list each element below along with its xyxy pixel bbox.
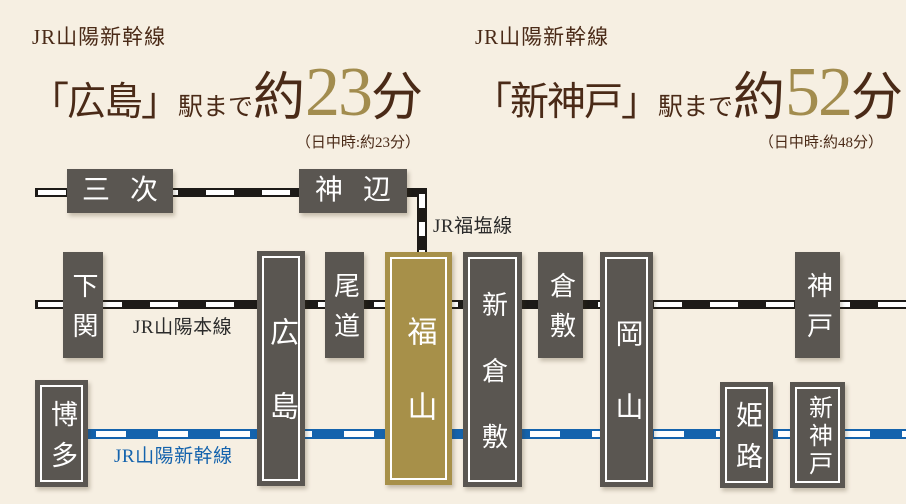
station-himeji-label: 姫路 <box>732 401 762 483</box>
header-shinkobe-unit: 分 <box>851 70 904 127</box>
station-hakata: 博多 <box>35 380 88 487</box>
station-kurashiki-label: 倉敷 <box>546 272 576 352</box>
fukuen-line-horizontal <box>35 188 427 197</box>
header-hiroshima: JR山陽新幹線 「広島」駅まで約23分 （日中時:約23分） <box>30 21 440 152</box>
station-okayama: 岡山 <box>600 252 653 487</box>
header-hiroshima-minutes: 23 <box>305 54 373 131</box>
station-shimonoseki: 下関 <box>63 252 103 358</box>
header-shinkobe-approx: 約 <box>733 70 786 127</box>
header-shinkobe-note: （日中時:約48分） <box>758 135 883 151</box>
station-himeji: 姫路 <box>720 382 773 488</box>
station-shinkobe: 新神戸 <box>790 382 845 488</box>
station-kurashiki: 倉敷 <box>538 252 583 358</box>
station-miyoshi-label: 三次 <box>81 175 178 206</box>
station-shinkobe-label: 新神戸 <box>804 395 831 479</box>
station-shinkurashiki-label: 新倉敷 <box>478 290 508 489</box>
header-hiroshima-approx: 約 <box>253 70 306 127</box>
station-miyoshi: 三次 <box>67 169 173 213</box>
station-onomichi: 尾道 <box>325 252 364 358</box>
header-hiroshima-station: 「広島」 <box>30 81 180 124</box>
station-fukuyama-label: 福山 <box>402 316 436 466</box>
station-hiroshima: 広島 <box>257 251 305 486</box>
header-shinkobe-minutes: 52 <box>785 54 853 131</box>
station-okayama-label: 岡山 <box>611 319 643 465</box>
header-shinkobe-station: 「新神戸」 <box>473 81 660 124</box>
header-shinkobe: JR山陽新幹線 「新神戸」駅まで約52分 （日中時:約48分） <box>473 21 903 152</box>
header-shinkobe-main: 「新神戸」駅まで約52分 <box>473 58 903 128</box>
header-hiroshima-note: （日中時:約23分） <box>295 135 420 151</box>
station-onomichi-label: 尾道 <box>330 272 360 352</box>
station-kobe-label: 神戸 <box>803 272 833 352</box>
station-shinkurashiki: 新倉敷 <box>463 252 522 489</box>
fukuen-line-vertical-connector <box>417 188 427 252</box>
station-hiroshima-label: 広島 <box>265 317 298 465</box>
sanyo-shinkansen-line-label: JR山陽新幹線 <box>114 446 233 467</box>
header-hiroshima-main: 「広島」駅まで約23分 <box>30 58 440 128</box>
header-shinkobe-line-name: JR山陽新幹線 <box>475 25 610 49</box>
sanyo-main-line-label: JR山陽本線 <box>133 317 233 338</box>
header-hiroshima-line-name: JR山陽新幹線 <box>32 25 167 49</box>
station-kobe: 神戸 <box>795 252 840 358</box>
station-kannabe: 神辺 <box>299 169 407 213</box>
station-fukuyama-highlighted: 福山 <box>385 252 452 485</box>
station-hakata-label: 博多 <box>47 399 77 482</box>
fukuen-line-label: JR福塩線 <box>433 216 513 237</box>
header-hiroshima-unit: 分 <box>371 70 424 127</box>
station-kannabe-label: 神辺 <box>314 175 411 206</box>
header-shinkobe-to: 駅まで <box>658 94 734 121</box>
station-shimonoseki-label: 下関 <box>69 272 98 352</box>
header-hiroshima-to: 駅まで <box>178 94 254 121</box>
